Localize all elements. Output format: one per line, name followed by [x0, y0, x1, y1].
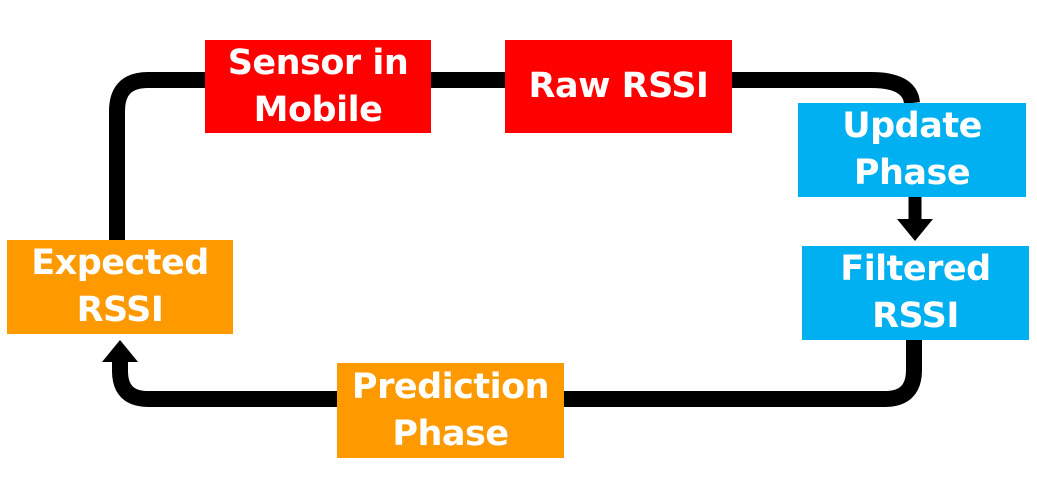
expected-box-line2: RSSI [76, 290, 164, 330]
arrow-to-expected-head [102, 340, 138, 362]
loop-track-top-right [732, 72, 920, 105]
filtered-box-line2: RSSI [872, 296, 959, 336]
predict-box-line2: Phase [392, 413, 509, 454]
filtered-rssi-box: Filtered RSSI [802, 246, 1029, 340]
update-box-line1: Update [842, 106, 982, 146]
expected-rssi-box: Expected RSSI [7, 240, 233, 334]
loop-track-right-bottom [564, 340, 922, 407]
sensor-box-line2: Mobile [253, 89, 383, 130]
expected-box-line1: Expected [31, 243, 209, 283]
raw-rssi-box: Raw RSSI [505, 40, 732, 133]
arrow-update-to-filtered-head [897, 219, 933, 241]
sensor-box-line1: Sensor in [227, 42, 409, 83]
update-phase-box: Update Phase [798, 103, 1026, 197]
filtered-box-line1: Filtered [840, 249, 991, 289]
update-box-line2: Phase [853, 153, 971, 193]
predict-box-line1: Prediction [351, 366, 550, 407]
loop-track-bottom-left [112, 358, 337, 407]
sensor-in-mobile-box: Sensor in Mobile [205, 40, 431, 133]
prediction-phase-box: Prediction Phase [337, 363, 564, 458]
raw-box-line1: Raw RSSI [528, 66, 709, 106]
loop-track-top-left [109, 72, 205, 240]
